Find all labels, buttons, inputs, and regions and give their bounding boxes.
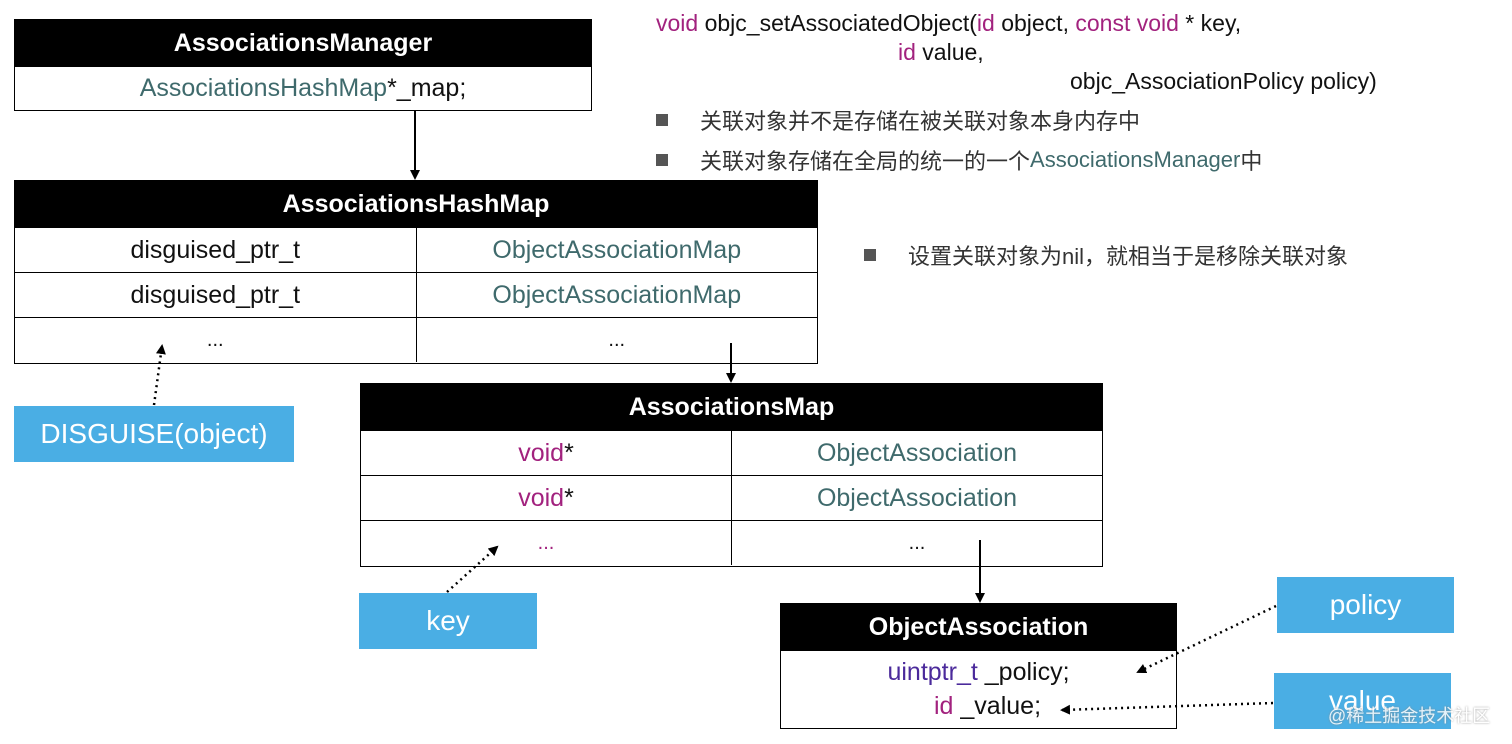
manager-field-name: *_map;: [387, 73, 467, 102]
policy-label: policy: [1277, 577, 1454, 633]
bullet-text-highlight: AssociationsManager: [1030, 147, 1241, 172]
table-row: void * ObjectAssociation: [361, 475, 1102, 520]
policy-dotted-arrow: [1136, 604, 1277, 674]
key-label: key: [359, 593, 537, 649]
param-object: object,: [994, 10, 1076, 36]
policy-field: uintptr_t _policy;: [781, 655, 1176, 689]
param-policy: objc_AssociationPolicy policy): [1070, 68, 1377, 94]
associations-hashmap-box: AssociationsHashMap disguised_ptr_t Obje…: [14, 180, 818, 364]
id-type: id: [933, 692, 954, 720]
keyword-const-void: const void: [1075, 10, 1179, 36]
bullet-text: 设置关联对象为nil，就相当于是移除关联对象: [908, 244, 1349, 269]
keyword-void: void: [518, 438, 565, 467]
hashmap-key-cell: ...: [206, 328, 224, 351]
ellipsis: ...: [537, 531, 555, 554]
value-dotted-arrow: [1060, 701, 1274, 715]
disguise-dotted-arrow: [152, 344, 166, 406]
assocmap-value-cell: ...: [731, 521, 1102, 565]
bullet-square-icon: [656, 154, 668, 166]
table-row: void * ObjectAssociation: [361, 430, 1102, 475]
table-row: disguised_ptr_t ObjectAssociationMap: [15, 272, 817, 317]
table-row: disguised_ptr_t ObjectAssociationMap: [15, 227, 817, 272]
function-name: objc_setAssociatedObject(: [698, 10, 977, 36]
disguise-label: DISGUISE(object): [14, 406, 294, 462]
bullet-square-icon: [656, 114, 668, 126]
manager-field: AssociationsHashMap *_map;: [15, 67, 591, 109]
keyword-id: id: [898, 39, 916, 65]
key-dotted-arrow: [446, 545, 499, 593]
param-value: value,: [915, 39, 984, 65]
assocmap-key-cell: void *: [361, 431, 731, 475]
associations-manager-title: AssociationsManager: [15, 20, 591, 66]
pointer-star: *: [564, 483, 574, 512]
hashmap-key-cell: disguised_ptr_t: [130, 280, 301, 309]
hashmap-value-cell: ObjectAssociationMap: [415, 273, 818, 317]
signature-line-3: objc_AssociationPolicy policy): [1070, 68, 1377, 95]
bullet-square-icon: [864, 249, 876, 261]
associations-manager-box: AssociationsManager AssociationsHashMap …: [14, 19, 592, 111]
watermark: @稀土掘金技术社区: [1328, 706, 1491, 726]
bullet-text-post: 中: [1240, 149, 1263, 174]
uintptr-type: uintptr_t: [887, 658, 978, 686]
associations-map-title: AssociationsMap: [361, 384, 1102, 430]
object-association-body: uintptr_t _policy; id _value;: [781, 650, 1176, 727]
value-field: id _value;: [781, 689, 1176, 723]
assocmap-value-cell: ObjectAssociation: [731, 476, 1102, 520]
manager-field-type: AssociationsHashMap: [139, 73, 388, 102]
table-row: ... ...: [15, 317, 817, 362]
param-key: * key,: [1178, 10, 1242, 36]
pointer-star: *: [564, 438, 574, 467]
object-association-title: ObjectAssociation: [781, 604, 1176, 650]
keyword-void: void: [518, 483, 565, 512]
associations-manager-row: AssociationsHashMap *_map;: [15, 66, 591, 109]
associations-hashmap-title: AssociationsHashMap: [15, 181, 817, 227]
value-field-name: _value;: [953, 692, 1042, 720]
hashmap-value-cell: ...: [415, 318, 818, 362]
assocmap-key-cell: ...: [361, 521, 731, 565]
assocmap-key-cell: void *: [361, 476, 731, 520]
bullet-text-pre: 关联对象存储在全局的统一的一个: [700, 149, 1031, 174]
bullet-3: 设置关联对象为nil，就相当于是移除关联对象: [864, 239, 1348, 271]
keyword-id: id: [976, 10, 995, 36]
associations-map-box: AssociationsMap void * ObjectAssociation…: [360, 383, 1103, 567]
signature-line-1: void objc_setAssociatedObject(id object,…: [656, 10, 1241, 37]
value-label: value: [1274, 673, 1451, 729]
keyword-void: void: [656, 10, 699, 36]
policy-field-name: _policy;: [977, 658, 1070, 686]
signature-line-2: id value,: [898, 39, 984, 66]
hashmap-key-cell: disguised_ptr_t: [130, 235, 301, 264]
table-row: ... ...: [361, 520, 1102, 565]
bullet-1: 关联对象并不是存储在被关联对象本身内存中: [656, 104, 1140, 136]
assocmap-value-cell: ObjectAssociation: [731, 431, 1102, 475]
bullet-text: 关联对象并不是存储在被关联对象本身内存中: [700, 109, 1141, 134]
hashmap-value-cell: ObjectAssociationMap: [415, 228, 818, 272]
